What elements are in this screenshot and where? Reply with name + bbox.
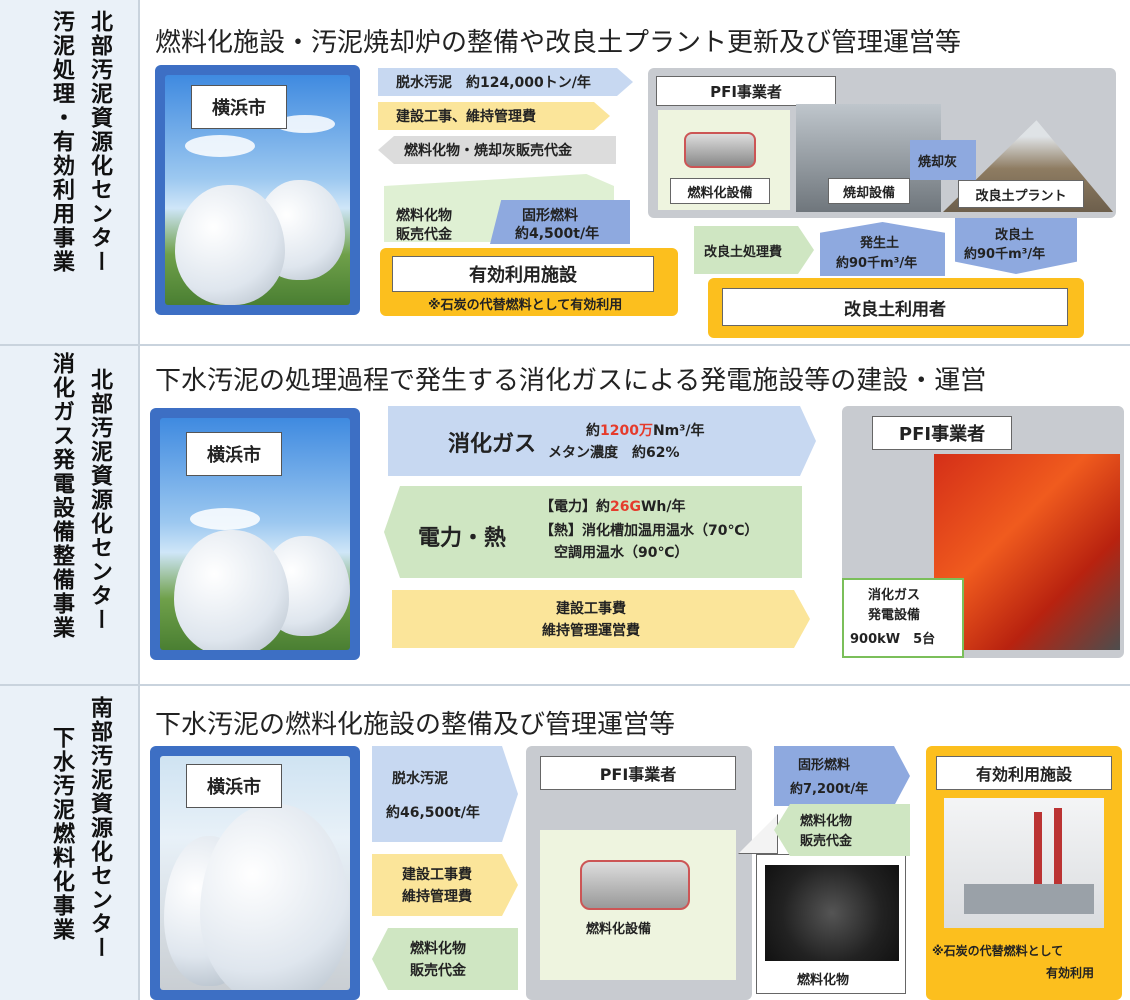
equipment-box: 消化ガス 発電設備 900kW 5台: [842, 578, 964, 658]
utilization-note-l1: ※石炭の代替燃料として: [932, 944, 1064, 958]
sidebar-row2: 北部汚泥資源化センター 消化ガス発電設備整備事業: [0, 346, 140, 684]
city-photo-card: 横浜市: [155, 65, 360, 315]
row1-heading: 燃料化施設・汚泥焼却炉の整備や改良土プラント更新及び管理運営等: [155, 28, 962, 58]
divider-2: [0, 684, 1130, 686]
gas-amount: 約1200万Nm³/年: [586, 423, 705, 439]
solid-fuel-l2: 約4,500t/年: [515, 226, 600, 242]
fuel-sales2-arrow: 燃料化物 販売代金: [774, 804, 910, 856]
sludge-l1: 脱水汚泥: [392, 771, 448, 787]
ash-arrow: 焼却灰: [910, 140, 976, 180]
divider-1: [0, 344, 1130, 346]
row-fuel-conversion: 南部汚泥資源化センター 下水汚泥燃料化事業 下水汚泥の燃料化施設の整備及び管理運…: [0, 686, 1130, 1000]
construction-l2: 維持管理費: [402, 889, 472, 905]
sidebar-row3: 南部汚泥資源化センター 下水汚泥燃料化事業: [0, 686, 140, 1000]
pfi-box: PFI事業者 消化ガス 発電設備 900kW 5台: [842, 406, 1124, 658]
generated-soil-l1: 発生土: [860, 236, 900, 251]
cost-line1: 建設工事費: [556, 601, 626, 617]
city-label: 横浜市: [186, 764, 282, 808]
generated-soil-arrow: [820, 222, 945, 276]
solid-fuel-l2: 約7,200t/年: [790, 782, 869, 797]
solid-fuel-arrow: 固形燃料 約7,200t/年: [774, 746, 910, 806]
improved-soil-l2: 約90千m³/年: [964, 247, 1046, 262]
soil-plant-label: 改良土プラント: [958, 180, 1084, 208]
utilization-title: 有効利用施設: [392, 256, 654, 292]
sidebar-center-name: 北部汚泥資源化センター: [87, 10, 112, 274]
utilization-note-l2: 有効利用: [1046, 966, 1095, 980]
sidebar-project-name: 消化ガス発電設備整備事業: [49, 352, 74, 640]
power-line2: 【熱】消化槽加温用温水（70℃）: [540, 523, 759, 539]
digester-photo: 横浜市: [160, 418, 350, 650]
soil-user-label: 改良土利用者: [722, 288, 1068, 326]
pfi-label: PFI事業者: [872, 416, 1012, 450]
gas-arrow: 消化ガス 約1200万Nm³/年 メタン濃度 約62%: [388, 406, 816, 476]
sidebar-center-name: 南部汚泥資源化センター: [87, 696, 112, 960]
generator-image: [934, 454, 1120, 650]
generated-soil-l2: 約90千m³/年: [836, 256, 918, 271]
fuel-sales2-l2: 販売代金: [800, 834, 853, 849]
pfi-box: PFI事業者 燃料化設備 焼却設備 焼却灰 改良土プラント: [648, 68, 1116, 218]
sludge-l2: 約46,500t/年: [386, 805, 480, 821]
solid-fuel-l1: 固形燃料: [522, 208, 578, 224]
pfi-label: PFI事業者: [656, 76, 836, 106]
equip-l1: 消化ガス: [868, 588, 921, 603]
fuel-sales2-l1: 燃料化物: [800, 814, 853, 829]
row-sludge-utilization: 北部汚泥資源化センター 汚泥処理・有効利用事業 燃料化施設・汚泥焼却炉の整備や改…: [0, 0, 1130, 345]
digester-photo: 横浜市: [165, 75, 350, 305]
construction-arrow: 建設工事、維持管理費: [378, 102, 610, 130]
construction-arrow: 建設工事費 維持管理費: [372, 854, 518, 916]
fuel-equipment-image: [540, 830, 736, 980]
pfi-box: PFI事業者 燃料化設備: [526, 746, 752, 1000]
pfi-label: PFI事業者: [540, 756, 736, 790]
improved-soil-arrow: [955, 218, 1077, 274]
soil-fee-arrow: 改良土処理費: [694, 226, 814, 274]
sidebar-project-name: 下水汚泥燃料化事業: [49, 726, 74, 942]
equip-l3: 900kW 5台: [850, 632, 936, 647]
soil-user-box: 改良土利用者: [708, 278, 1084, 338]
sludge-arrow: 脱水汚泥 約46,500t/年: [372, 746, 518, 842]
row3-heading: 下水汚泥の燃料化施設の整備及び管理運営等: [155, 710, 676, 740]
city-label: 横浜市: [186, 432, 282, 476]
solid-fuel-arrow: [490, 200, 630, 244]
power-title: 電力・熱: [418, 526, 507, 551]
fuel-product-label: 燃料化物: [797, 973, 850, 988]
gas-title: 消化ガス: [448, 432, 537, 457]
power-line1: 【電力】約26GWh/年: [540, 499, 686, 515]
sales-arrow: 燃料化物・焼却灰販売代金: [378, 136, 616, 164]
utilization-box: 有効利用施設 ※石炭の代替燃料として有効利用: [380, 248, 678, 316]
city-label: 横浜市: [191, 85, 287, 129]
fuel-product-panel: 燃料化物: [756, 854, 906, 994]
fuel-equipment-label: 燃料化設備: [670, 178, 770, 204]
row-digestion-gas: 北部汚泥資源化センター 消化ガス発電設備整備事業 下水汚泥の処理過程で発生する消…: [0, 346, 1130, 684]
sidebar-center-name: 北部汚泥資源化センター: [87, 368, 112, 632]
fuel-sales-arrow: 燃料化物 販売代金: [372, 928, 518, 990]
solid-fuel-l1: 固形燃料: [798, 758, 851, 773]
fuel-sales-l1: 燃料化物: [410, 941, 466, 957]
cost-line2: 維持管理運営費: [542, 623, 640, 639]
sidebar-project-name: 汚泥処理・有効利用事業: [49, 10, 74, 274]
cost-arrow: 建設工事費 維持管理運営費: [392, 590, 810, 648]
power-line3: 空調用温水（90℃）: [554, 545, 689, 561]
improved-soil-l1: 改良土: [995, 228, 1035, 243]
gas-methane: メタン濃度 約62%: [548, 445, 680, 461]
digester-photo: 横浜市: [160, 756, 350, 990]
fuel-pellets-image: [765, 865, 899, 961]
power-arrow: 電力・熱 【電力】約26GWh/年 【熱】消化槽加温用温水（70℃） 空調用温水…: [384, 486, 802, 578]
power-plant-image: [944, 798, 1104, 928]
city-photo-card: 横浜市: [150, 408, 360, 660]
fuel-sales-l2: 販売代金: [410, 963, 466, 979]
row2-heading: 下水汚泥の処理過程で発生する消化ガスによる発電施設等の建設・運営: [155, 366, 987, 396]
sludge-arrow: 脱水汚泥 約124,000トン/年: [378, 68, 633, 96]
sidebar-row1: 北部汚泥資源化センター 汚泥処理・有効利用事業: [0, 0, 140, 345]
utilization-box: 有効利用施設 ※石炭の代替燃料として 有効利用: [926, 746, 1122, 1000]
utilization-title: 有効利用施設: [936, 756, 1112, 790]
fuel-equipment-label: 燃料化設備: [586, 922, 652, 937]
incinerator-label: 焼却設備: [828, 178, 910, 204]
city-photo-card: 横浜市: [150, 746, 360, 1000]
fuel-sales-l2: 販売代金: [396, 227, 452, 243]
construction-l1: 建設工事費: [402, 867, 472, 883]
utilization-note: ※石炭の代替燃料として有効利用: [428, 298, 623, 313]
equip-l2: 発電設備: [868, 608, 921, 623]
fuel-sales-l1: 燃料化物: [396, 208, 452, 224]
